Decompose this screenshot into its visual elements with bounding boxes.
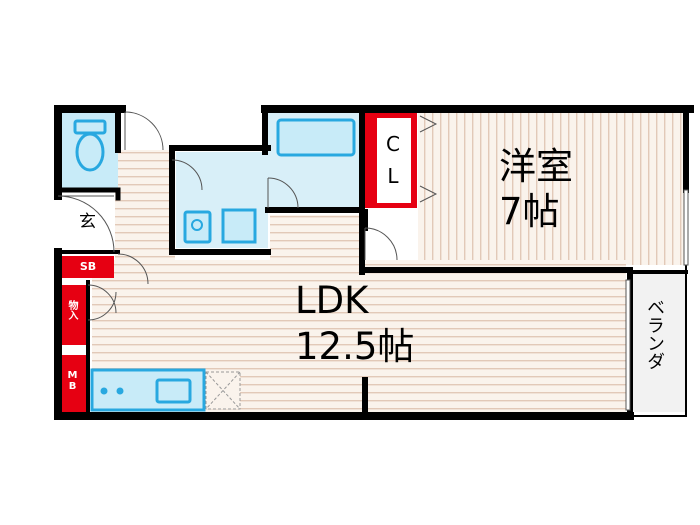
- meter-box: [62, 355, 86, 412]
- kitchen-sink-icon: [155, 378, 192, 404]
- entrance-floor: [62, 200, 115, 252]
- hall-floor: [115, 150, 175, 260]
- washer-pan-icon: [221, 208, 257, 244]
- storage-closet: [62, 285, 86, 345]
- shoe-box: [62, 256, 114, 278]
- fridge-space-icon: [205, 371, 241, 410]
- ldk-name: LDK: [295, 279, 369, 322]
- western-room-floor: [418, 113, 686, 265]
- windows: [625, 189, 689, 411]
- doors: [57, 111, 398, 321]
- western-room-size: 7帖: [499, 190, 560, 233]
- meter-box-label: MB: [67, 370, 78, 392]
- kitchen-outline: [90, 368, 206, 412]
- walls: [54, 105, 694, 420]
- toilet-icon: [73, 119, 107, 172]
- balcony-floor: [630, 274, 686, 412]
- closet-label: CL: [381, 132, 405, 196]
- storage-label: 物入: [66, 300, 77, 320]
- shoe-box-label: SB: [79, 260, 97, 273]
- balcony-label: ベランダ: [644, 298, 665, 370]
- entrance-label: 玄: [79, 212, 96, 232]
- ldk-upper-floor: [270, 215, 365, 265]
- bathtub-icon: [276, 118, 356, 157]
- closet-inner: [377, 118, 411, 203]
- stove-icon: [100, 387, 124, 395]
- western-room-name: 洋室: [499, 145, 573, 188]
- closet-doors: [419, 115, 438, 203]
- ldk-size: 12.5帖: [295, 325, 415, 368]
- washbasin-icon: [183, 210, 212, 244]
